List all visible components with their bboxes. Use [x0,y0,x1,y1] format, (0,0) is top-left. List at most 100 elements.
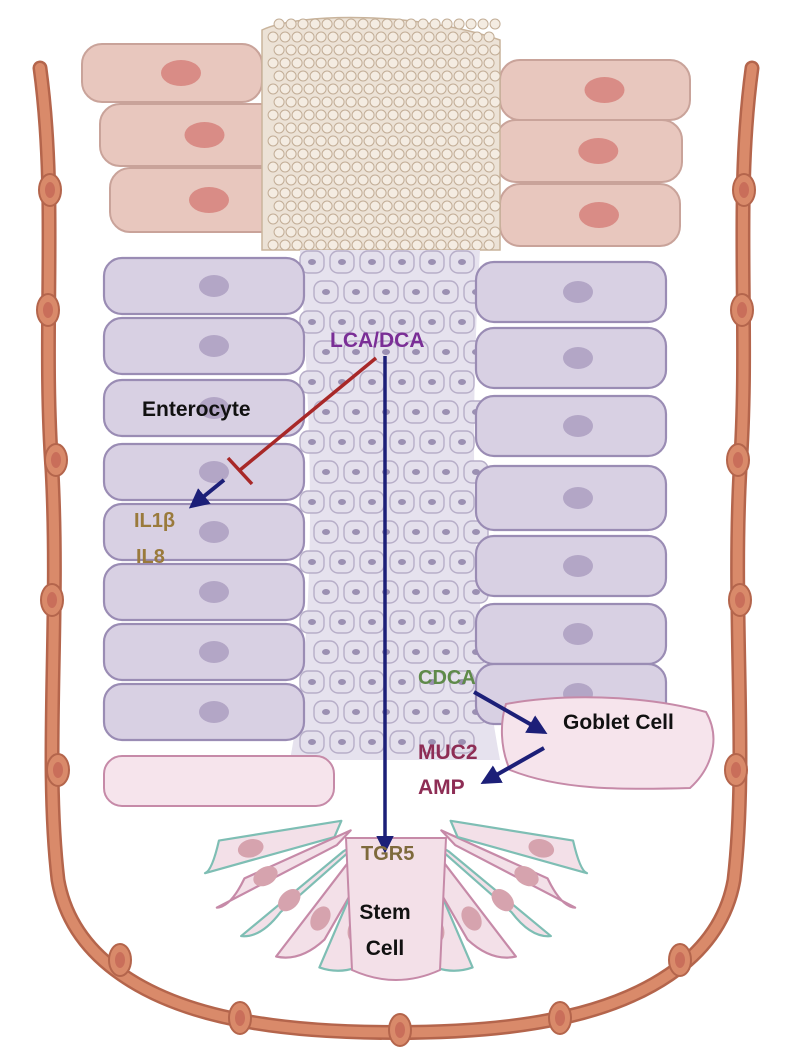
microvillus [381,148,393,160]
microvillus [303,135,315,147]
lumen-cell-nucleus [428,739,436,745]
microvillus [363,161,375,173]
microvillus [405,18,417,30]
microvillus [309,122,321,134]
muscle-nucleus [115,952,125,968]
microvillus [417,148,429,160]
lumen-cell-nucleus [472,469,480,475]
lumen-cell-nucleus [428,619,436,625]
microvillus [309,70,321,82]
lumen-cell-nucleus [352,469,360,475]
microvillus [339,83,351,95]
microvillus [375,161,387,173]
lumen-cell-nucleus [398,379,406,385]
microvillus [393,200,405,212]
microvillus [291,31,303,43]
microvillus [357,174,369,186]
cdca-to-goblet-arrow [473,690,548,734]
microvillus [285,70,297,82]
microvillus [405,96,417,108]
lumen-cell-nucleus [398,619,406,625]
lumen-cell-nucleus [322,469,330,475]
microvillus [297,122,309,134]
muscle-nucleus [235,1010,245,1026]
lumen-cell-nucleus [412,289,420,295]
goblet-cell-right [500,696,715,790]
microvillus [363,239,375,251]
microvillus [459,83,471,95]
microvillus [321,96,333,108]
microvillus [339,135,351,147]
stem-cell [440,829,577,909]
microvillus [345,122,357,134]
muscle-nucleus [43,302,53,318]
microvillus [375,135,387,147]
microvillus [309,18,321,30]
stem-cell-nucleus [514,866,539,887]
enterocyte-nucleus [199,397,229,419]
lumen-cell-nucleus [368,559,376,565]
microvillus [285,148,297,160]
microvillus [321,44,333,56]
microvillus [471,213,483,225]
microvillus [423,213,435,225]
microvillus [297,70,309,82]
microvillus [333,226,345,238]
microvillus [489,148,501,160]
microvillus [363,31,375,43]
lumen-cell-nucleus [458,499,466,505]
microvillus [387,109,399,121]
lumen-cell-nucleus [322,409,330,415]
stem-cell-nucleus [491,888,514,912]
microvillus [351,161,363,173]
microvillus [453,70,465,82]
enterocyte-nucleus [199,461,229,483]
microvillus [483,161,495,173]
stem-cell-nucleus [461,906,482,931]
enterocyte-nucleus [199,641,229,663]
il1b-induction-arrow [188,478,226,509]
microvillus [399,83,411,95]
stem-cell-nucleus [278,888,301,912]
microvillus [297,226,309,238]
crypt-column-cells [102,256,668,742]
lumen-cell-nucleus [428,499,436,505]
microvillus [453,96,465,108]
central-stem-cell [344,837,448,981]
lumen-cell-nucleus [368,619,376,625]
microvillus [399,161,411,173]
microvillus [441,44,453,56]
microvillus [441,200,453,212]
microvillus [297,18,309,30]
microvillus [411,213,423,225]
microvillus [375,31,387,43]
goblet-cell-left [103,755,335,807]
microvillus [345,96,357,108]
microvillus [309,96,321,108]
microvillus [273,226,285,238]
microvillus [273,122,285,134]
microvillus [369,18,381,30]
microvillus [321,18,333,30]
crypt-base-cells [103,696,715,981]
microvillus [459,213,471,225]
lumen-cell-nucleus [368,319,376,325]
microvillus [405,122,417,134]
microvillus [471,57,483,69]
microvillus [465,174,477,186]
microvillus [477,96,489,108]
lumen-cell-nucleus [352,649,360,655]
microvillus [477,174,489,186]
microvillus [423,161,435,173]
muscle-nucleus [45,182,55,198]
microvillus [489,70,501,82]
enterocyte-nucleus [199,701,229,723]
microvillus [321,148,333,160]
microvillus [351,109,363,121]
microvillus [273,200,285,212]
microvillus [363,83,375,95]
lumen-cell-nucleus [442,469,450,475]
microvillus [423,187,435,199]
microvillus [465,200,477,212]
lumen-cell-nucleus [458,619,466,625]
